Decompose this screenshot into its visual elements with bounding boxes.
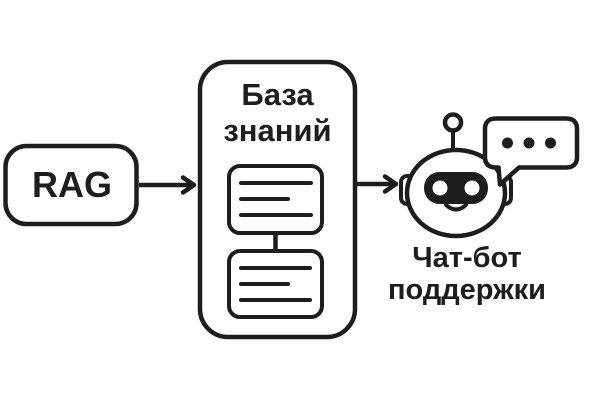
typing-dot bbox=[523, 137, 535, 149]
typing-dots-icon bbox=[502, 137, 556, 149]
arrow-head-icon bbox=[382, 174, 399, 194]
rag-node: RAG bbox=[3, 143, 139, 227]
robot-smile bbox=[444, 203, 468, 212]
robot-visor bbox=[424, 172, 488, 204]
robot-eye-left bbox=[432, 180, 448, 196]
rag-label: RAG bbox=[32, 164, 112, 205]
chatbot-label-line2: поддержки bbox=[388, 274, 546, 306]
chatbot-label-line1: Чат-бот bbox=[412, 242, 521, 274]
arrow-head-icon bbox=[180, 175, 197, 195]
typing-dot bbox=[502, 137, 513, 149]
chatbot-node: Чат-бот поддержки bbox=[388, 112, 580, 306]
speech-bubble-icon bbox=[482, 116, 580, 187]
robot-icon bbox=[399, 112, 513, 239]
robot-eye-right bbox=[464, 180, 480, 196]
document-icon bbox=[227, 249, 324, 319]
knowledge-base-node: База знаний bbox=[197, 59, 358, 340]
document-icon bbox=[227, 164, 324, 235]
typing-dot bbox=[545, 137, 556, 149]
antenna-ball-icon bbox=[442, 112, 464, 133]
arrow-rag-to-kb bbox=[139, 175, 197, 195]
rag-box bbox=[3, 143, 139, 227]
knowledge-base-title-line1: База bbox=[241, 77, 314, 112]
speech-bubble-outline bbox=[482, 116, 580, 187]
knowledge-base-title-line2: знаний bbox=[223, 113, 331, 148]
arrow-kb-to-chatbot bbox=[357, 174, 399, 194]
